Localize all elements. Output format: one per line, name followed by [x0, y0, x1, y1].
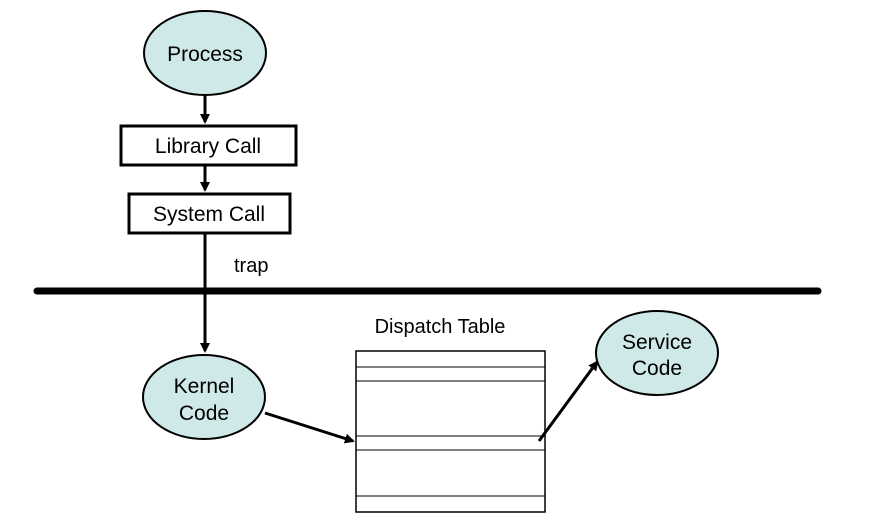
system-call-node: System Call [127, 192, 292, 235]
library-call-node: Library Call [119, 124, 298, 167]
arrow-kernel-to-dispatch [264, 411, 355, 444]
trap-label: trap [234, 255, 268, 277]
process-node: Process [143, 10, 267, 96]
kernel-code-node: Kernel Code [142, 354, 266, 440]
service-code-node: Service Code [595, 310, 719, 396]
system-call-label: System Call [153, 203, 265, 226]
dispatch-table-frame [355, 350, 546, 513]
process-label: Process [167, 43, 243, 66]
arrow-dispatch-to-service [537, 360, 599, 442]
library-call-label: Library Call [155, 135, 261, 158]
service-code-ellipse [595, 310, 719, 396]
dispatch-table [355, 350, 546, 513]
kernel-code-label-line2: Code [179, 402, 229, 425]
library-call-box [119, 124, 298, 167]
kernel-code-label-line1: Kernel [174, 375, 235, 398]
service-code-label-line2: Code [632, 357, 682, 380]
system-call-box [127, 192, 292, 235]
kernel-code-ellipse [142, 354, 266, 440]
dispatch-table-label: Dispatch Table [375, 316, 506, 338]
service-code-label-line1: Service [622, 331, 692, 354]
